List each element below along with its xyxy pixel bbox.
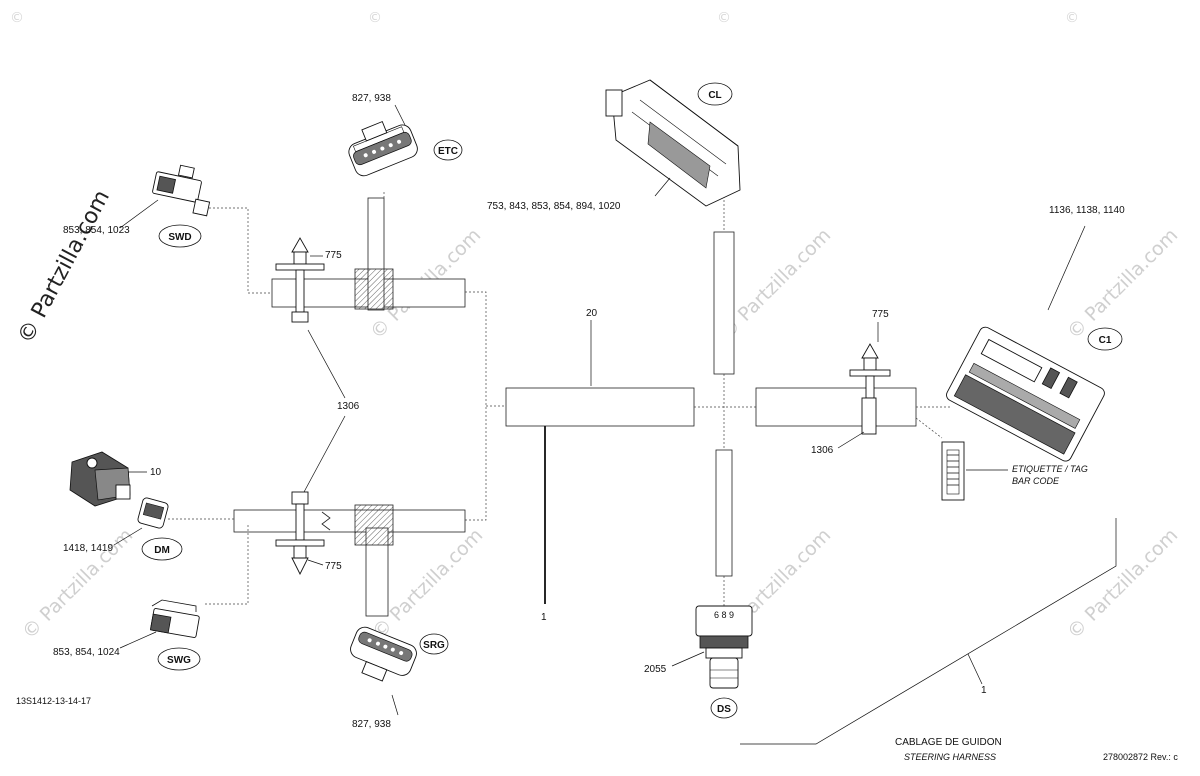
leader-line bbox=[307, 329, 346, 399]
leader-line bbox=[967, 653, 983, 685]
swg-label: SWG bbox=[167, 655, 191, 666]
title-english: STEERING HARNESS bbox=[904, 752, 996, 762]
c1-part-numbers: 1136, 1138, 1140 bbox=[1049, 205, 1125, 216]
module-10: 10 bbox=[69, 451, 162, 507]
leader-line bbox=[654, 177, 671, 197]
cl-part-numbers: 753, 843, 853, 854, 894, 1020 bbox=[487, 201, 621, 212]
srg-badge bbox=[419, 633, 449, 655]
ref-775: 775 bbox=[325, 250, 342, 261]
swg-badge bbox=[157, 647, 201, 671]
push-rivet bbox=[849, 343, 891, 435]
ref-775: 775 bbox=[872, 309, 889, 320]
leader-line bbox=[113, 527, 143, 546]
etc-label: ETC bbox=[438, 146, 458, 157]
document-revision: 278002872 Rev.: c bbox=[1103, 752, 1178, 762]
corner-watermark: © bbox=[1065, 10, 1079, 26]
leader-line bbox=[303, 415, 346, 493]
ref-1: 1 bbox=[541, 612, 547, 623]
swg-part-numbers: 853, 854, 1024 bbox=[53, 647, 120, 658]
push-rivet bbox=[275, 491, 325, 576]
junction-sleeve bbox=[354, 504, 394, 546]
partzilla-watermark: © Partzilla.com bbox=[1063, 524, 1182, 643]
etc-connector: 827, 938 ETC bbox=[348, 93, 463, 177]
wire-path bbox=[915, 417, 943, 439]
wire-path bbox=[205, 207, 272, 294]
ref-1306: 1306 bbox=[337, 401, 360, 412]
bar-code-tag: ETIQUETTE / TAG BAR CODE bbox=[941, 441, 1088, 501]
swd-badge bbox=[158, 224, 202, 248]
ds-label: DS bbox=[717, 704, 731, 715]
dm-connector: 1418, 1419 DM bbox=[63, 497, 183, 561]
swd-label: SWD bbox=[168, 232, 191, 243]
srg-part-numbers: 827, 938 bbox=[352, 719, 391, 730]
wire-path bbox=[205, 523, 249, 605]
leader-line bbox=[1047, 225, 1086, 311]
push-rivet bbox=[275, 237, 325, 323]
cl-connector: 753, 843, 853, 854, 894, 1020 CL bbox=[487, 79, 741, 212]
harness-tube bbox=[715, 449, 733, 577]
main-trunk-right bbox=[755, 387, 917, 427]
junction-sleeve bbox=[354, 268, 394, 310]
lower-left-harness bbox=[233, 491, 466, 617]
leader-line bbox=[671, 651, 705, 667]
harness-tube bbox=[233, 509, 466, 533]
ref-20: 20 bbox=[586, 308, 598, 319]
ref-10: 10 bbox=[150, 467, 162, 478]
upper-left-harness bbox=[271, 197, 466, 323]
corner-watermark: © bbox=[10, 10, 24, 26]
ref-2055: 2055 bbox=[644, 664, 667, 675]
leader-line bbox=[394, 104, 406, 126]
swg-connector: 853, 854, 1024 SWG bbox=[53, 599, 201, 671]
swd-part-numbers: 853, 854, 1023 bbox=[63, 225, 130, 236]
ds-connector: 6 8 9 2055 DS bbox=[644, 605, 753, 719]
leader-line bbox=[837, 431, 865, 449]
cl-label: CL bbox=[708, 90, 721, 101]
leader-line bbox=[119, 199, 159, 229]
watermark-layer: © © © © © Partzilla.com © Partzilla.com … bbox=[10, 10, 1182, 644]
tag-line-2: BAR CODE bbox=[1012, 476, 1060, 486]
harness-outline bbox=[740, 518, 1117, 745]
srg-connector: 827, 938 SRG bbox=[350, 626, 449, 730]
partzilla-vertical-watermark: © Partzilla.com bbox=[13, 186, 115, 348]
ds-digits: 6 8 9 bbox=[714, 610, 734, 620]
wire-path bbox=[465, 291, 487, 521]
cl-badge bbox=[697, 82, 733, 106]
srg-label: SRG bbox=[423, 640, 445, 651]
ref-775: 775 bbox=[325, 561, 342, 572]
ref-1306: 1306 bbox=[811, 445, 834, 456]
corner-watermark: © bbox=[717, 10, 731, 26]
ref-1: 1 bbox=[981, 685, 987, 696]
drawing-id: 13S1412-13-14-17 bbox=[16, 696, 91, 706]
main-trunk-left bbox=[505, 387, 695, 427]
dm-part-numbers: 1418, 1419 bbox=[63, 543, 113, 554]
etc-badge bbox=[433, 139, 463, 161]
swd-connector: 853, 854, 1023 SWD bbox=[63, 164, 211, 248]
leader-line bbox=[119, 631, 157, 649]
dm-label: DM bbox=[154, 545, 170, 556]
ds-badge bbox=[710, 697, 738, 719]
tag-line-1: ETIQUETTE / TAG bbox=[1012, 464, 1088, 474]
c1-badge bbox=[1087, 327, 1123, 351]
dm-badge bbox=[141, 537, 183, 561]
corner-watermark: © bbox=[368, 10, 382, 26]
leader-line bbox=[307, 559, 324, 566]
harness-tube bbox=[713, 231, 735, 375]
partzilla-watermark: © Partzilla.com bbox=[1063, 224, 1182, 343]
c1-connector: 1136, 1138, 1140 C1 bbox=[946, 205, 1125, 462]
etc-part-numbers: 827, 938 bbox=[352, 93, 391, 104]
c1-label: C1 bbox=[1099, 335, 1112, 346]
title-french: CABLAGE DE GUIDON bbox=[895, 737, 1002, 748]
leader-line bbox=[391, 694, 399, 716]
